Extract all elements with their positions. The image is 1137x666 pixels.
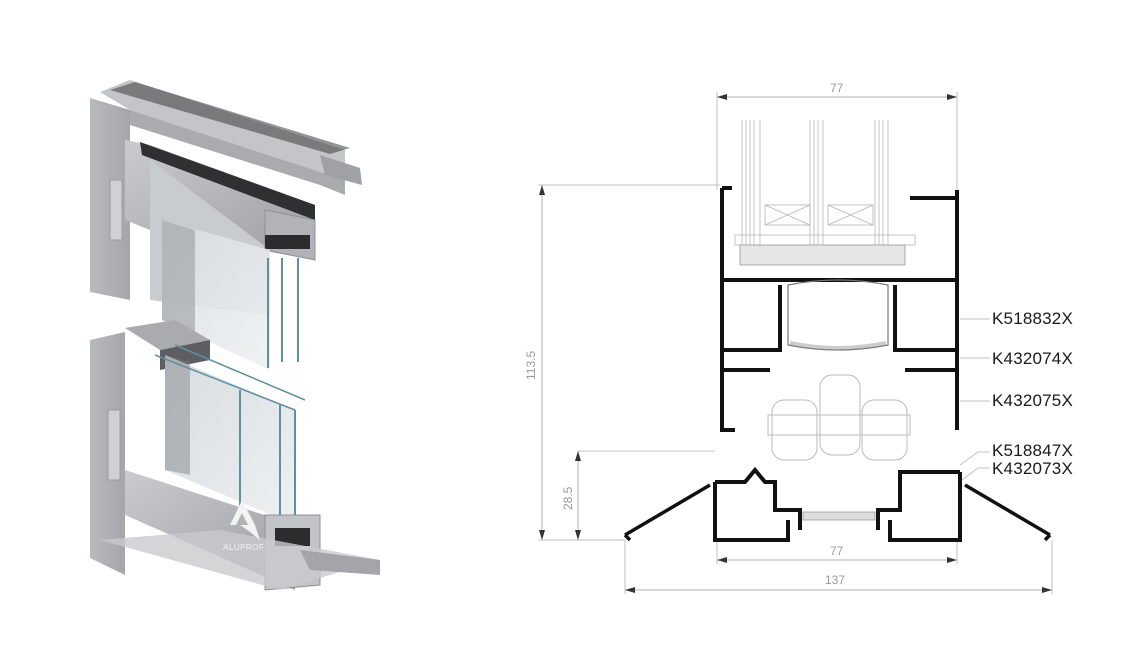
svg-text:77: 77 [830,81,844,95]
sill-profile [623,483,1052,542]
svg-text:137: 137 [825,573,845,587]
label-leaders [959,318,990,481]
dimension-bottom-overall-width: 137 [624,540,1053,594]
profile-code-label: K518847X [992,441,1074,460]
technical-cross-section: 77 [520,70,1137,610]
profile-code-label: K432075X [992,391,1074,410]
dimension-top-width: 77 [716,81,958,190]
glazing-bead-insulation [739,244,906,266]
svg-text:28.5: 28.5 [561,486,575,510]
profile-code-label: K432074X [992,349,1074,368]
frame-profile [713,186,962,542]
cross-section-drawing: 77 [524,81,1053,594]
hardware-outline [767,374,911,461]
profile-code-label: K518832X [992,309,1074,328]
aluprof-logo-icon: ALUPROF [223,500,264,552]
profile-code-label: K432073X [992,459,1074,478]
dimension-sill-height: 28.5 [561,450,715,540]
aluminium-frame-render: ALUPROF [90,80,380,591]
brand-name: ALUPROF [223,543,264,552]
dimension-bottom-inner-width: 77 [716,542,958,564]
profile-3d-render: ALUPROF [80,70,400,610]
svg-text:113.5: 113.5 [524,351,538,380]
dimension-overall-height: 113.5 [524,184,720,541]
svg-text:77: 77 [830,544,844,558]
glazing-unit [734,120,916,250]
